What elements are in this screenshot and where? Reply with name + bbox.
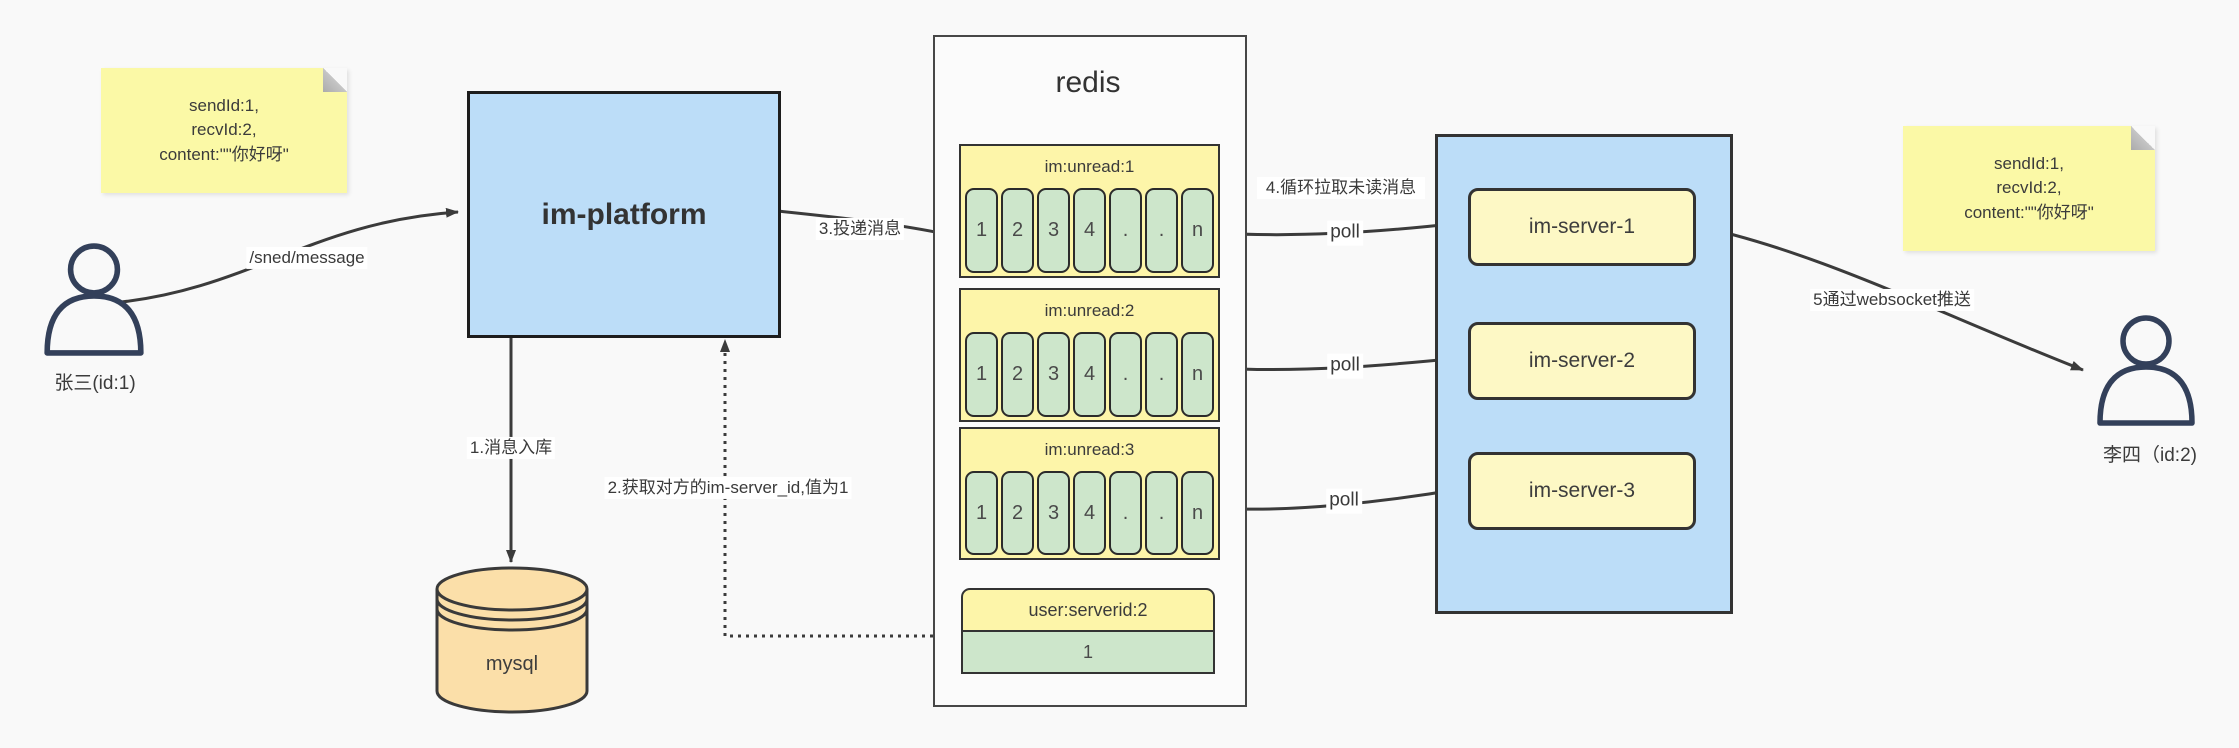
queue-cell: . (1109, 188, 1142, 273)
receiver-user-icon (2097, 315, 2195, 426)
sender-label: 张三(id:1) (54, 373, 136, 394)
database-cylinder-icon (435, 566, 589, 714)
queue-cell: 4 (1073, 188, 1106, 273)
note-line: sendId:1, (1994, 153, 2064, 173)
queue-cell: . (1145, 332, 1178, 417)
queue-cell: n (1181, 332, 1214, 417)
receiver-label: 李四（id:2) (2103, 445, 2197, 466)
note-fold-corner (323, 68, 347, 92)
queue-cell: . (1145, 188, 1178, 273)
kv-box: user:serverid:2 1 (961, 588, 1215, 674)
edge-label-send: /sned/message (246, 246, 368, 270)
queue-group-2: im:unread:2 1 2 3 4 . . n (959, 288, 1220, 422)
edge-label-poll-1: poll (1327, 220, 1363, 246)
kv-key: user:serverid:2 (961, 588, 1215, 632)
sender-user-icon (44, 243, 144, 356)
mysql-label: mysql (485, 653, 539, 675)
queue-cell: 1 (965, 332, 998, 417)
queue-cell: 2 (1001, 471, 1034, 555)
queue-header: im:unread:3 (1044, 440, 1135, 459)
queue-cell: 2 (1001, 188, 1034, 273)
server-node-3: im-server-3 (1468, 452, 1696, 530)
note-fold-corner (2131, 126, 2155, 150)
note-line: content:""你好呀" (1964, 202, 2094, 222)
edge-label-push: 5通过websocket推送 (1810, 288, 1974, 312)
edge-label-poll-3: poll (1326, 488, 1362, 514)
edge-label-store: 1.消息入库 (466, 436, 556, 460)
queue-cell: 4 (1073, 471, 1106, 555)
queue-cell: 3 (1037, 332, 1070, 417)
queue-cell: n (1181, 188, 1214, 273)
queue-cells: 1 2 3 4 . . n (961, 471, 1218, 558)
queue-cell: 3 (1037, 188, 1070, 273)
queue-cell: n (1181, 471, 1214, 555)
server-node-1: im-server-1 (1468, 188, 1696, 266)
queue-group-1: im:unread:1 1 2 3 4 . . n (959, 144, 1220, 278)
note-line: content:""你好呀" (159, 144, 289, 164)
queue-cell: 1 (965, 471, 998, 555)
queue-header: im:unread:2 (1044, 301, 1135, 320)
edge-label-poll-loop: 4.循环拉取未读消息 (1257, 176, 1425, 200)
redis-title: redis (1055, 66, 1121, 99)
queue-cell: . (1109, 332, 1142, 417)
server-node-2: im-server-2 (1468, 322, 1696, 400)
note-line: recvId:2, (191, 120, 257, 140)
platform-label: im-platform (541, 197, 707, 231)
queue-cell: . (1145, 471, 1178, 555)
edge-label-lookup: 2.获取对方的im-server_id,值为1 (604, 476, 852, 500)
sticky-note-left: sendId:1, recvId:2, content:""你好呀" (101, 68, 347, 193)
note-line: sendId:1, (189, 95, 259, 115)
sticky-note-right: sendId:1, recvId:2, content:""你好呀" (1903, 126, 2155, 251)
queue-group-3: im:unread:3 1 2 3 4 . . n (959, 427, 1220, 560)
queue-cells: 1 2 3 4 . . n (961, 332, 1218, 420)
queue-header: im:unread:1 (1044, 157, 1135, 176)
arrow-push-websocket (1691, 223, 2084, 372)
queue-cell: 1 (965, 188, 998, 273)
kv-value: 1 (961, 632, 1215, 674)
queue-cell: 2 (1001, 332, 1034, 417)
edge-label-poll-2: poll (1327, 353, 1363, 379)
note-line: recvId:2, (1996, 178, 2062, 198)
platform-node: im-platform (467, 91, 781, 338)
edge-label-deliver: 3.投递消息 (815, 217, 905, 241)
queue-cell: . (1109, 471, 1142, 555)
queue-cell: 3 (1037, 471, 1070, 555)
arrow-lookup-serverid (720, 339, 957, 638)
mysql-node: mysql (434, 565, 590, 715)
queue-cell: 4 (1073, 332, 1106, 417)
queue-cells: 1 2 3 4 . . n (961, 188, 1218, 276)
